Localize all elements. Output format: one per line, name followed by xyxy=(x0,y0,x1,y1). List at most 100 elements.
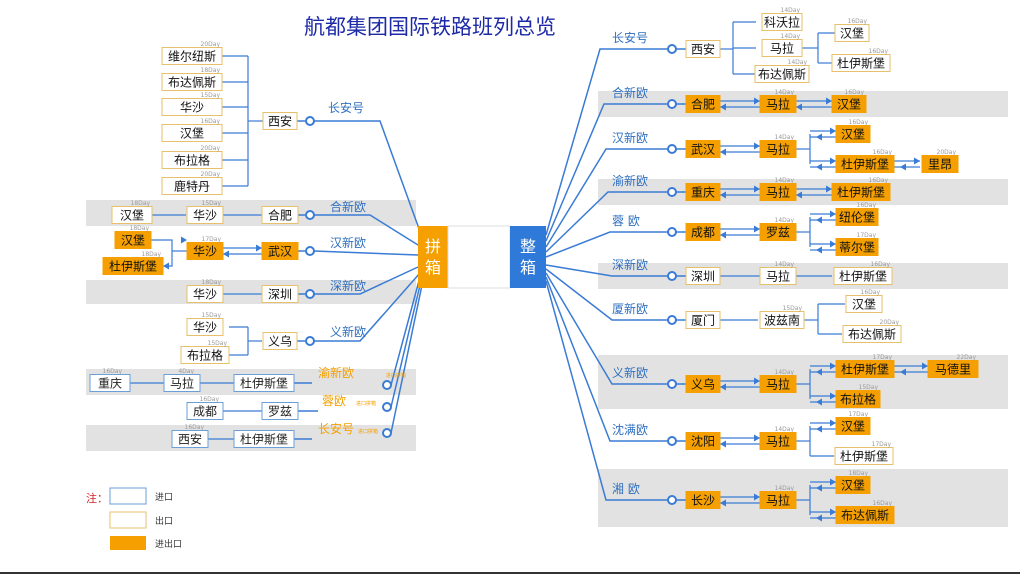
link xyxy=(314,214,419,246)
right-shenyang-mid-box xyxy=(759,432,797,450)
left-wuhan-route: 汉新欧 xyxy=(330,235,366,250)
right-mid-box xyxy=(759,95,797,113)
right-shenyang-mid-label: 马拉 xyxy=(766,434,790,449)
right-chengdu-dest-label: 蒂尔堡 xyxy=(839,240,875,255)
right-shenzhen-mid-box xyxy=(759,267,797,285)
arrow xyxy=(720,440,726,448)
left-hefei-via-days: 15Day xyxy=(202,200,222,207)
link xyxy=(545,280,668,501)
right-dest-days: 16Day xyxy=(869,177,889,184)
right-shenyang-mid-days: 14Day xyxy=(775,426,795,433)
right-shenzhen-dest-box xyxy=(833,267,893,285)
left-changan-dest-label: 华沙 xyxy=(180,101,204,115)
arrow xyxy=(830,478,836,486)
arrow xyxy=(720,103,726,111)
right-wuhan-dest-label: 汉堡 xyxy=(841,127,865,142)
arrow xyxy=(816,514,822,522)
right-origin-box xyxy=(685,140,721,158)
right-dest-box xyxy=(831,183,891,201)
left-hefei-dest-box xyxy=(111,206,153,224)
left-yiwu-dest-label: 布拉格 xyxy=(187,348,223,363)
right-xiamen-mid-days: 15Day xyxy=(783,305,803,312)
arrow xyxy=(223,250,229,258)
right-origin-label: 长沙 xyxy=(691,494,715,508)
left-yiwu-route: 义新欧 xyxy=(330,324,366,339)
link xyxy=(545,103,668,242)
left-changan-dest-days: 20Day xyxy=(201,41,221,48)
left-changan-dest-label: 布拉格 xyxy=(174,153,210,168)
right-origin-box xyxy=(685,432,721,450)
right-wuhan-ext-box xyxy=(921,155,959,173)
hub-fcl-label-2: 箱 xyxy=(520,258,536,277)
left-yiwu-dest-box xyxy=(180,346,230,364)
link xyxy=(545,191,668,253)
right-changan-dest-box xyxy=(831,54,891,72)
arrow xyxy=(720,383,726,391)
link xyxy=(314,266,419,295)
right-yiwu-dest-label: 杜伊斯堡 xyxy=(841,362,889,377)
left-yiwu-origin-label: 义乌 xyxy=(268,334,292,349)
right-chengdu-mid-box xyxy=(759,223,797,241)
arrow xyxy=(830,419,836,427)
route-dot xyxy=(667,144,677,154)
left-changan2-route: 长安号 xyxy=(318,421,354,436)
arrow xyxy=(826,97,832,105)
arrow xyxy=(754,493,760,501)
right-changan-dest-label: 杜伊斯堡 xyxy=(837,56,885,71)
left-shenzhen-dest-label: 华沙 xyxy=(193,288,217,302)
right-xiang-band xyxy=(598,469,1008,527)
right-origin-label: 深圳 xyxy=(691,270,715,284)
legend-note: 注： xyxy=(86,491,108,505)
right-route-label: 厦新欧 xyxy=(612,301,648,316)
right-yiwu-dest-box xyxy=(835,390,881,408)
left-shenzhen-route: 深新欧 xyxy=(330,278,366,293)
right-changan-dest-box xyxy=(834,24,870,42)
arrow xyxy=(900,163,906,171)
left-yuxin-route: 渝新欧 xyxy=(318,365,354,380)
arrow xyxy=(796,191,802,199)
right-route-label: 义新欧 xyxy=(612,365,648,380)
right-shenyang-dest-days: 17Day xyxy=(849,411,869,418)
route-dot xyxy=(382,428,392,438)
route-dot xyxy=(667,227,677,237)
right-shenzhen-mid-label: 马拉 xyxy=(766,269,790,284)
arrow xyxy=(830,127,836,135)
left-wuhan-via-box xyxy=(186,242,224,260)
left-rongou-origin: 罗兹 xyxy=(268,405,292,419)
right-yiwu-mid-box xyxy=(759,375,797,393)
left-wuhan-dest-days: 18Day xyxy=(142,251,162,258)
right-origin-box xyxy=(685,267,721,285)
route-dot xyxy=(667,495,677,505)
right-wuhan-dest-box xyxy=(835,155,895,173)
left-wuhan-via-days: 17Day xyxy=(202,236,222,243)
left-changan-dest-days: 20Day xyxy=(201,171,221,178)
right-chengdu-mid-days: 14Day xyxy=(775,217,795,224)
right-changan-mid-box xyxy=(761,39,803,57)
right-changan-dest-days: 16Day xyxy=(869,48,889,55)
link xyxy=(314,272,421,342)
right-yiwu-dest-box xyxy=(835,360,895,378)
arrow xyxy=(796,103,802,111)
right-xiang-mid-box xyxy=(759,491,797,509)
left-rongou-end: 成都 xyxy=(193,405,217,419)
right-chengdu-dest-label: 纽伦堡 xyxy=(839,210,875,225)
left-shenzhen-origin-label: 深圳 xyxy=(268,288,292,302)
link xyxy=(545,264,668,277)
left-hefei-via-box xyxy=(186,206,224,224)
right-wuhan-dest-days: 16Day xyxy=(873,149,893,156)
left-wuhan-dest-box xyxy=(114,231,152,249)
right-origin-box xyxy=(685,223,721,241)
right-changan-mid-box xyxy=(754,65,810,83)
route-dot xyxy=(667,436,677,446)
right-shenyang-dest-label: 汉堡 xyxy=(841,419,865,434)
right-xiamen-dest-days: 16Day xyxy=(861,289,881,296)
arrow xyxy=(256,244,262,252)
link xyxy=(390,284,423,434)
right-shenzhen-dest-days: 16Day xyxy=(871,261,891,268)
arrow xyxy=(826,185,832,193)
arrow xyxy=(830,210,836,218)
right-wuhan-mid-days: 14Day xyxy=(775,134,795,141)
left-wuhan-origin-box xyxy=(261,242,299,260)
right-origin-box xyxy=(685,375,721,393)
left-changan-dest-box xyxy=(161,151,223,169)
